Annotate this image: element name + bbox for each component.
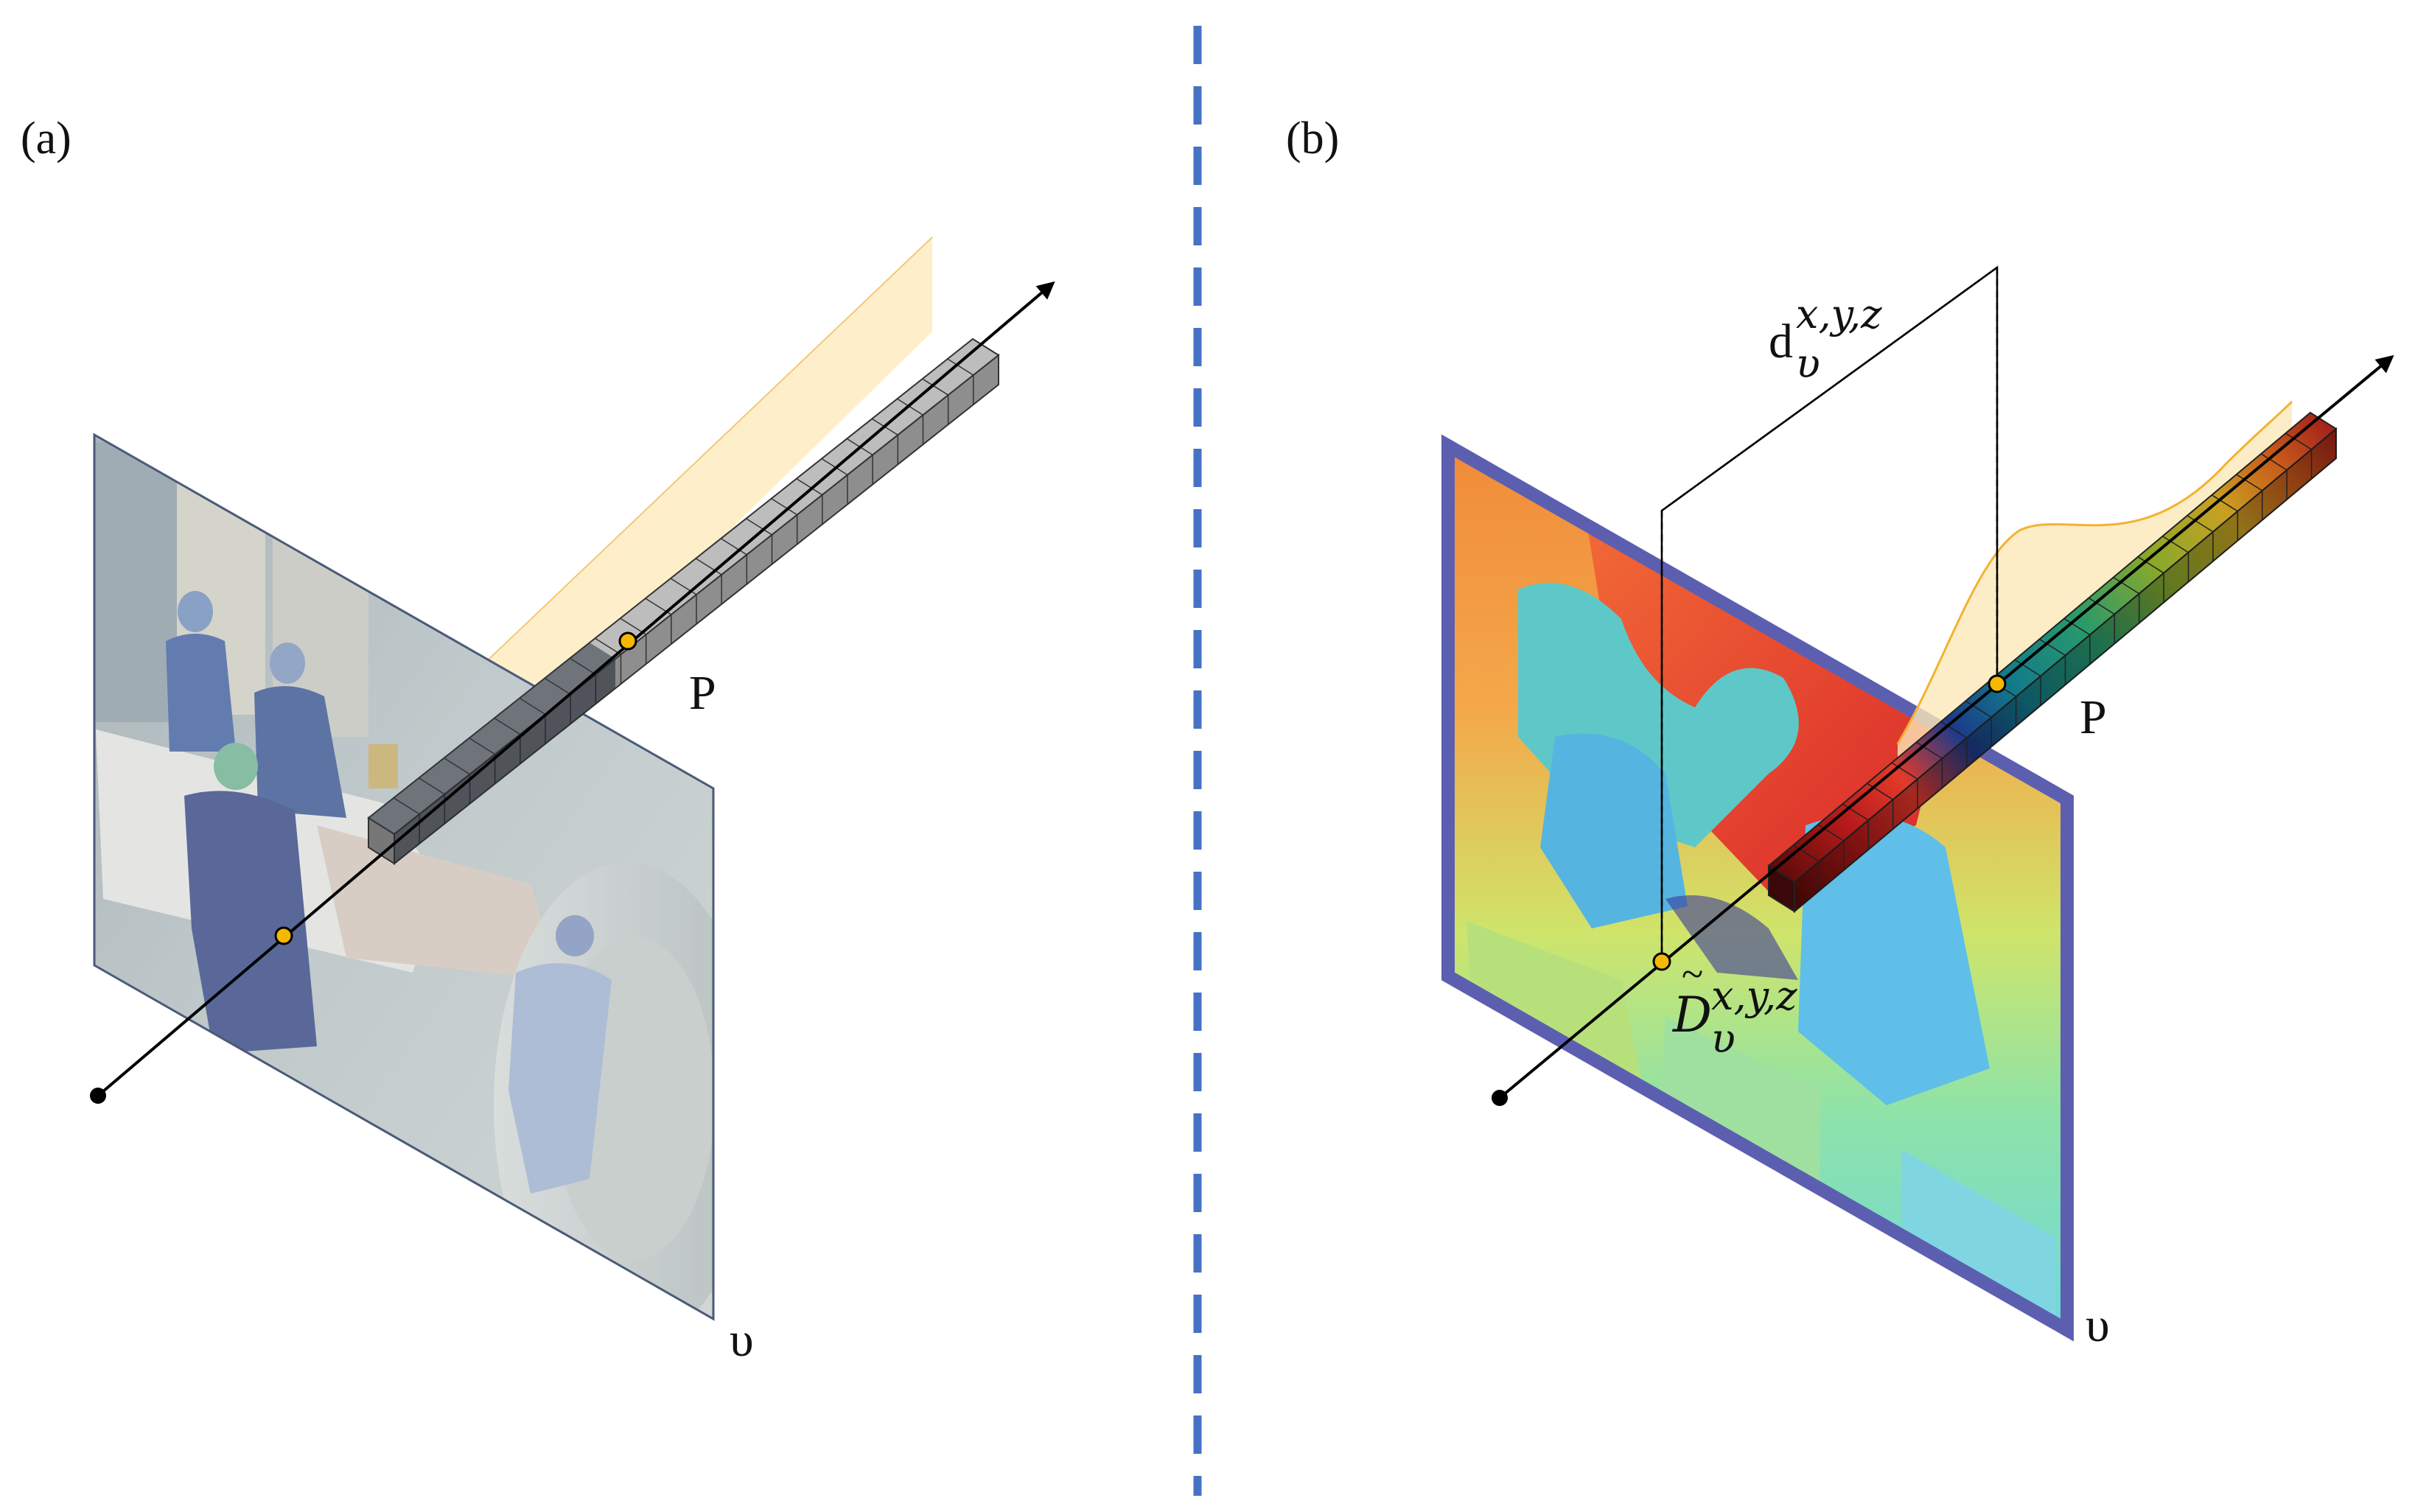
view-label: υ xyxy=(730,1313,754,1367)
depth-label-accent: ~ xyxy=(1682,952,1703,996)
rgb-image-frame xyxy=(93,433,715,1321)
view-label: υ xyxy=(2086,1298,2110,1352)
voxel-divider xyxy=(595,637,621,655)
weight-curve xyxy=(1896,400,2293,745)
distance-label-superscript: x,y,z xyxy=(1796,291,1882,337)
sample-point-icon xyxy=(1988,674,2007,693)
voxel-divider xyxy=(1891,762,1918,780)
depth-map-plane xyxy=(1448,446,2067,1330)
panel-b: d x,y,z υ D ~ x,y,z υ P υ xyxy=(1441,265,2394,1352)
voxel-divider xyxy=(2186,515,2214,533)
distance-label-subscript: υ xyxy=(1796,340,1820,387)
depth-map-frame xyxy=(1441,434,2074,1342)
voxel-divider xyxy=(2211,494,2238,512)
voxel-divider xyxy=(720,538,747,556)
panel-b-label: (b) xyxy=(1286,113,1339,164)
voxel-divider xyxy=(2137,556,2164,574)
depth-label: D ~ x,y,z υ xyxy=(1672,952,1797,1062)
voxel-divider xyxy=(897,398,923,416)
ray-origin-icon xyxy=(90,1088,106,1104)
distance-label-base: d xyxy=(1769,315,1793,368)
voxel-divider xyxy=(922,378,949,396)
voxel-divider xyxy=(1842,803,1869,821)
voxel-divider xyxy=(1916,741,1943,759)
panel-a-label: (a) xyxy=(21,113,71,164)
distance-bracket xyxy=(1660,265,1999,956)
voxel-divider xyxy=(2014,659,2041,677)
voxel-divider xyxy=(2162,536,2189,553)
voxel-divider xyxy=(771,498,798,516)
point-label: P xyxy=(689,666,716,720)
voxel-divider xyxy=(746,518,772,536)
voxel-divider xyxy=(1867,783,1894,800)
voxel-divider xyxy=(2088,597,2115,615)
depth-voxel-tube xyxy=(1767,411,2338,914)
camera-ray xyxy=(97,281,1055,1097)
voxel-divider xyxy=(1940,721,1968,738)
voxel-divider xyxy=(1965,700,1992,718)
sample-point-icon xyxy=(274,926,293,945)
voxel-divider xyxy=(2285,433,2312,450)
voxel-divider xyxy=(821,458,848,476)
voxel-divider xyxy=(2063,617,2091,636)
sample-point-icon xyxy=(618,631,637,651)
voxel-divider xyxy=(2039,638,2066,657)
distance-label: d x,y,z υ xyxy=(1769,291,1882,387)
voxel-divider xyxy=(947,358,974,376)
ray-origin-icon xyxy=(1492,1090,1508,1106)
sample-point-icon xyxy=(1652,952,1671,971)
voxel-divider xyxy=(2260,453,2287,471)
voxel-divider xyxy=(1793,844,1820,862)
voxel-divider xyxy=(695,558,722,575)
depth-label-superscript: x,y,z xyxy=(1711,973,1797,1019)
depth-label-base: D xyxy=(1672,987,1712,1043)
point-label: P xyxy=(2080,690,2107,744)
panel-a: P υ xyxy=(90,237,1055,1367)
depth-label-subscript: υ xyxy=(1711,1015,1735,1062)
voxel-divider xyxy=(796,477,823,496)
camera-ray xyxy=(1498,354,2394,1099)
voxel-divider xyxy=(1817,824,1845,841)
voxel-divider xyxy=(2236,474,2263,491)
voxel-divider xyxy=(2113,577,2140,595)
